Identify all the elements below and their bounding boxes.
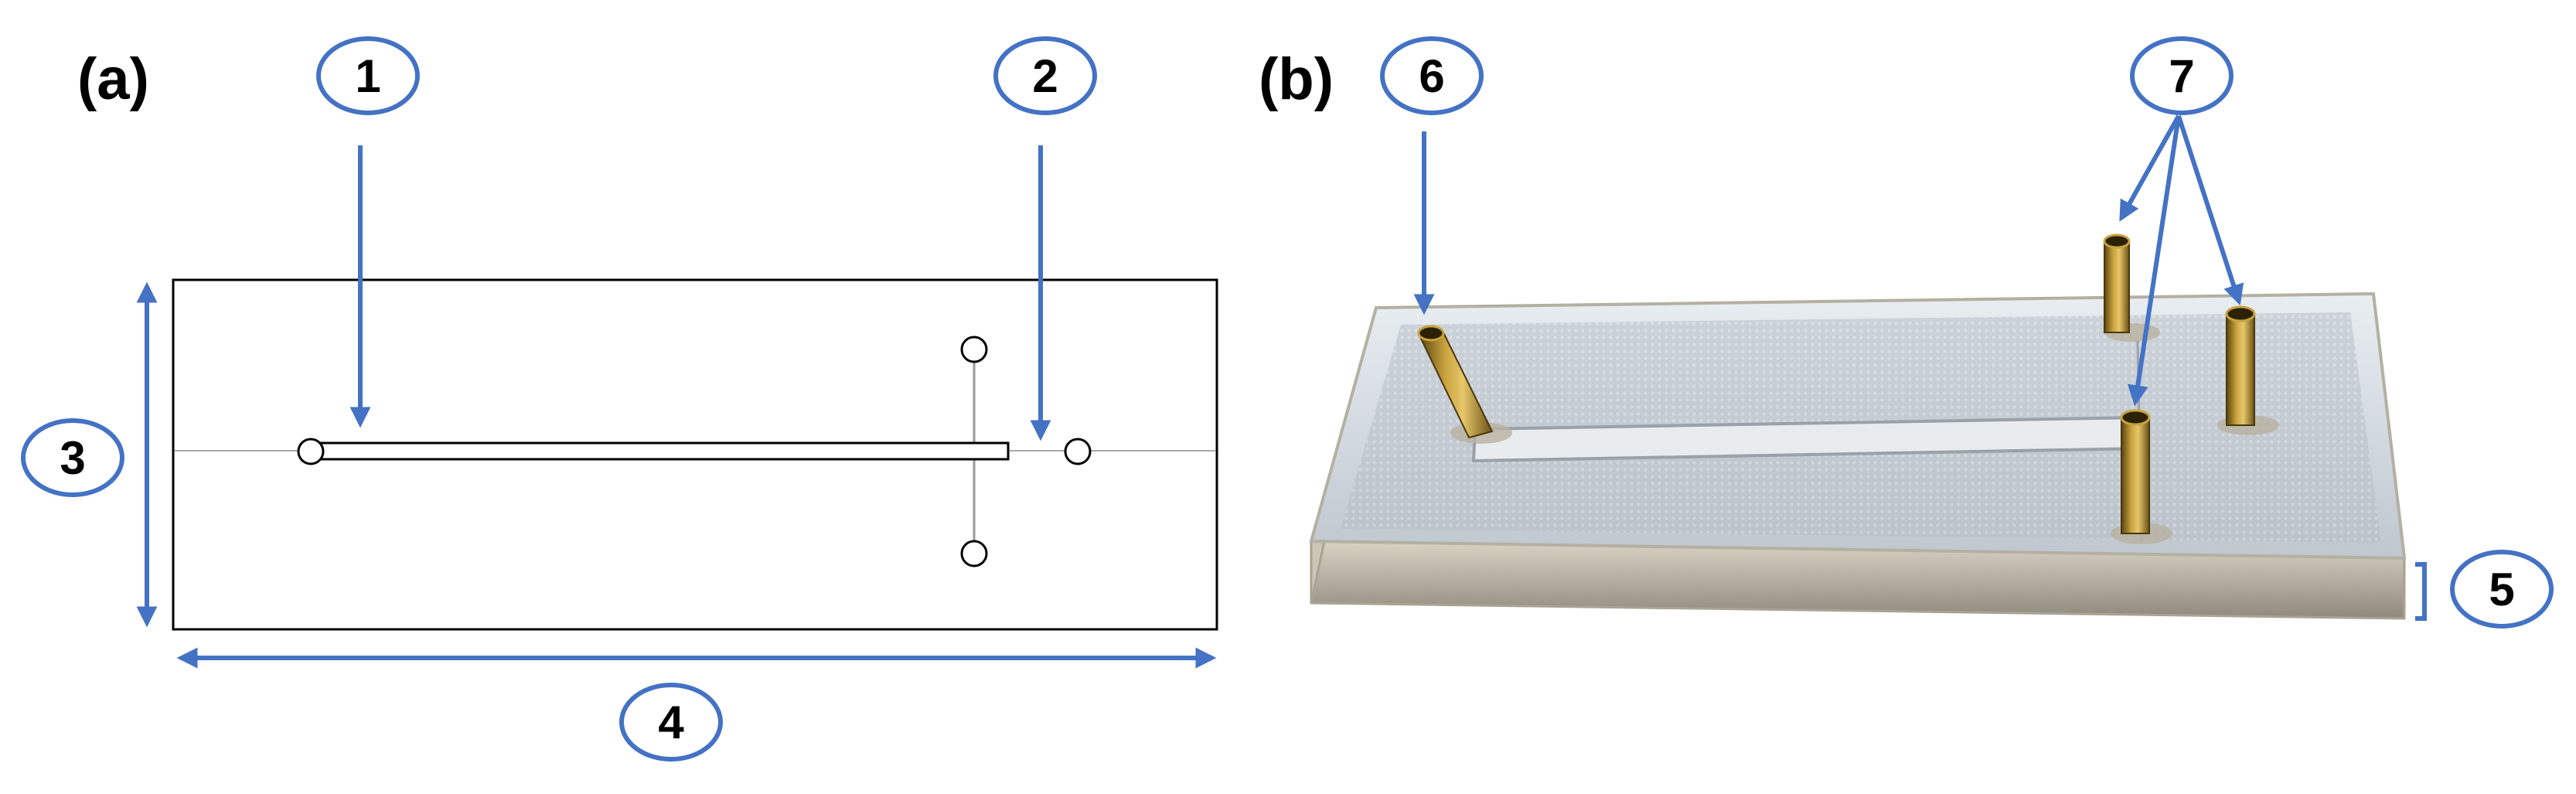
callout-2-label: 2	[1032, 50, 1058, 102]
callout-1-label: 1	[355, 50, 380, 102]
callout-5-bubble	[2450, 550, 2554, 629]
callout-7-arrow-right	[2176, 115, 2244, 306]
chip-photo	[1309, 233, 2407, 620]
callout-7-arrow-bottom	[2127, 115, 2181, 407]
connector-right	[2217, 305, 2279, 435]
panel-a: (a) 1 2 3 4	[21, 36, 1218, 762]
outlet-port	[1064, 438, 1092, 465]
callout-5-label: 5	[2489, 564, 2514, 615]
callout-6-bubble	[1380, 36, 1484, 115]
panel-b: (b)	[1259, 36, 2554, 629]
panel-b-label: (b)	[1259, 46, 1334, 112]
callout-7-bubble	[2130, 36, 2234, 115]
callout-1-bubble	[316, 36, 420, 115]
callout-3-label: 3	[60, 432, 85, 484]
callout-7-arrow-top	[2119, 114, 2181, 222]
callout-4-label: 4	[658, 697, 684, 748]
callout-6-label: 6	[1419, 50, 1444, 102]
chip-schematic-outline	[172, 278, 1218, 631]
connector-bottom	[2111, 409, 2172, 544]
callout-5-bracket	[2415, 562, 2427, 621]
inlet-port	[297, 438, 325, 465]
callout-3-bubble	[21, 418, 124, 497]
callout-4-bubble	[619, 683, 723, 762]
main-channel	[309, 441, 1010, 461]
top-port	[960, 336, 988, 363]
bottom-port	[960, 540, 988, 567]
panel-a-label: (a)	[77, 46, 149, 112]
connector-inlet	[1417, 325, 1512, 444]
callout-7-label: 7	[2169, 50, 2194, 102]
callout-2-bubble	[993, 36, 1097, 115]
